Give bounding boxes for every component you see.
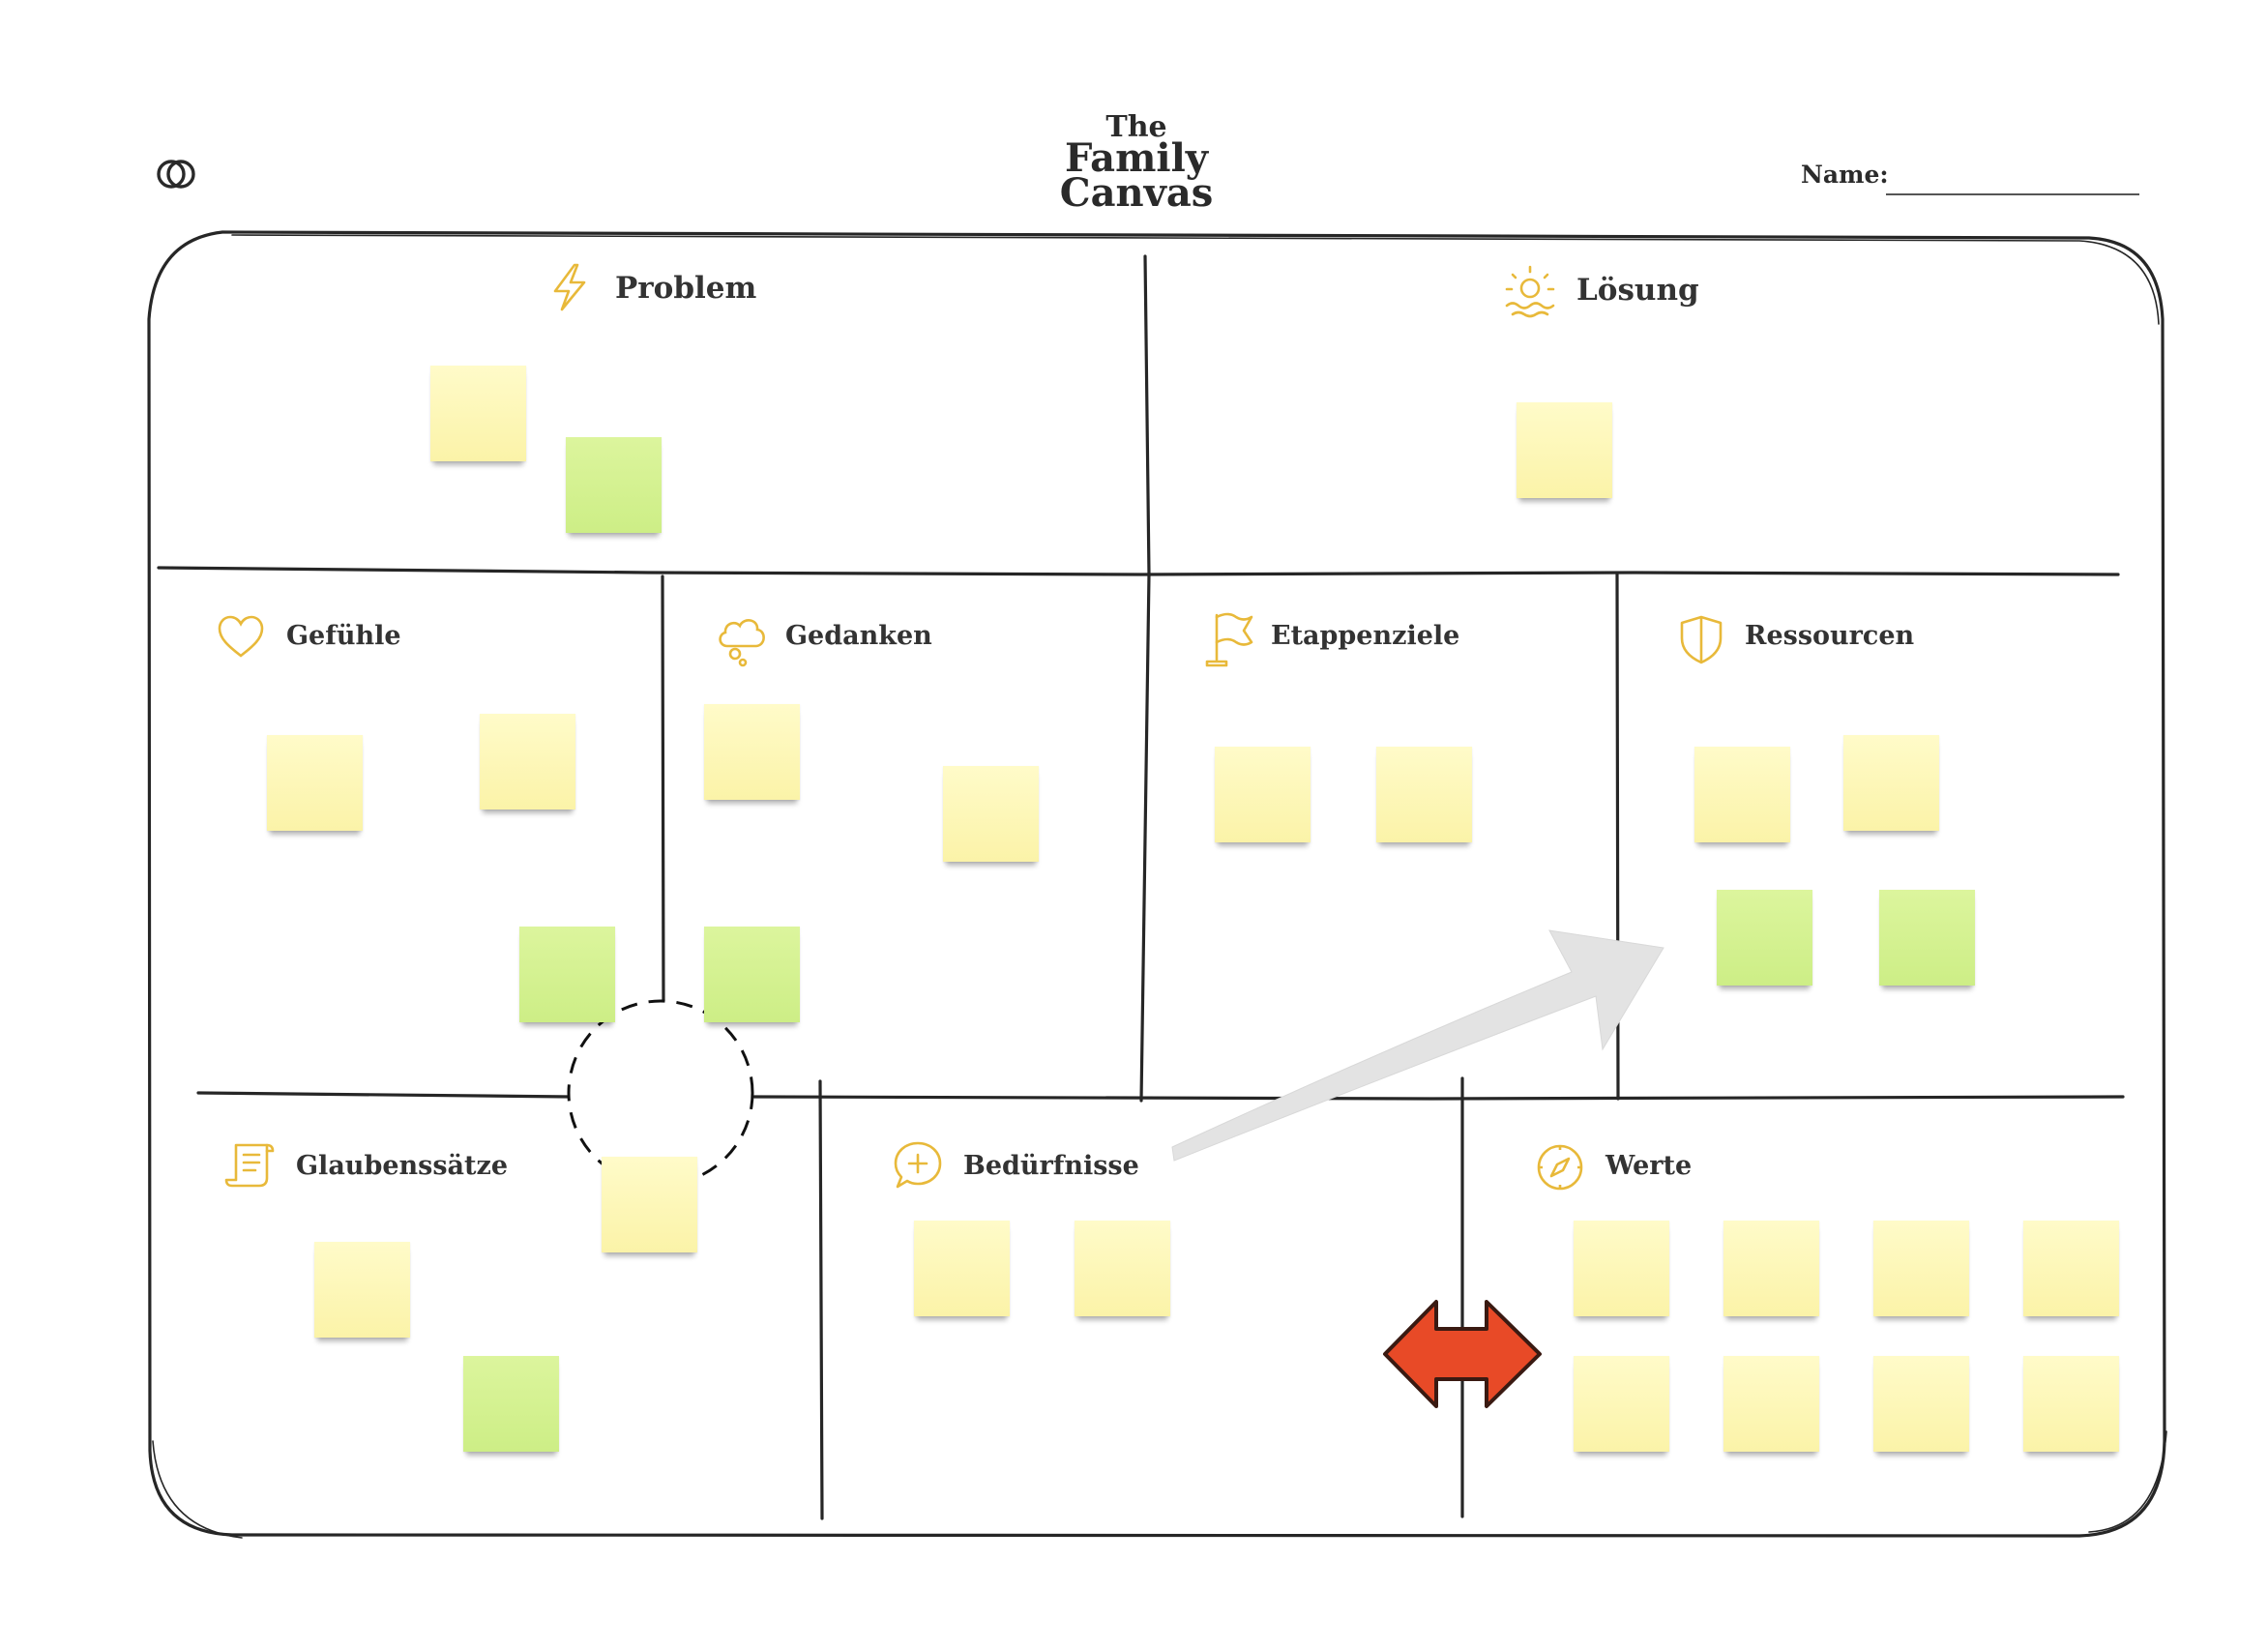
sticky-note[interactable] [1376, 747, 1472, 842]
sticky-note[interactable] [943, 766, 1039, 862]
divider-col-top [1139, 254, 1151, 1103]
name-input-line[interactable] [1886, 193, 2139, 195]
board-frame-sketch [152, 234, 2167, 1539]
sticky-note[interactable] [1574, 1356, 1669, 1452]
sticky-note[interactable] [480, 714, 575, 810]
sticky-note[interactable] [1723, 1221, 1819, 1316]
sticky-note[interactable] [1574, 1221, 1669, 1316]
section-title-beduerfnisse: Bedürfnisse [963, 1151, 1139, 1181]
sticky-note[interactable] [1075, 1221, 1170, 1316]
section-title-loesung: Lösung [1576, 273, 1699, 308]
divider-col-glb [818, 1079, 824, 1520]
lightning-icon [553, 263, 586, 311]
sticky-note[interactable] [704, 927, 800, 1022]
divider-row-2 [196, 1091, 2125, 1101]
sticky-note[interactable] [267, 735, 363, 831]
section-title-problem: Problem [615, 271, 757, 306]
thought-cloud-icon [719, 619, 765, 667]
sticky-note[interactable] [519, 927, 615, 1022]
sticky-note[interactable] [1879, 890, 1975, 986]
section-title-etappenziele: Etappenziele [1271, 621, 1460, 651]
heart-icon [218, 615, 264, 658]
divider-row-1 [157, 566, 2120, 576]
shield-icon [1680, 615, 1723, 664]
sticky-note[interactable] [914, 1221, 1010, 1316]
sunrise-icon [1505, 265, 1555, 318]
scroll-icon [224, 1143, 275, 1188]
sticky-note[interactable] [314, 1242, 410, 1338]
flag-icon [1205, 612, 1253, 667]
sticky-note[interactable] [1843, 735, 1939, 831]
ring-logo-icon [157, 160, 195, 189]
brand-logo: The Family Canvas [1025, 110, 1248, 217]
section-title-ressourcen: Ressourcen [1745, 621, 1915, 651]
gray-arrow [1171, 929, 1664, 1162]
sticky-note[interactable] [1873, 1356, 1969, 1452]
sticky-note[interactable] [1873, 1221, 1969, 1316]
section-title-werte: Werte [1605, 1151, 1693, 1181]
section-title-gedanken: Gedanken [785, 621, 932, 651]
speech-plus-icon [894, 1141, 942, 1189]
sticky-note[interactable] [1717, 890, 1812, 986]
section-title-gefuehle: Gefühle [286, 621, 401, 651]
brand-line-2: Family [1064, 134, 1209, 181]
sticky-note[interactable] [2023, 1221, 2119, 1316]
brand-line-1: The [1105, 110, 1167, 144]
sticky-note[interactable] [704, 704, 800, 800]
section-title-glaubenssaetze: Glaubenssätze [296, 1151, 509, 1181]
compass-icon [1537, 1144, 1583, 1191]
sticky-note[interactable] [566, 437, 662, 533]
sticky-note[interactable] [1694, 747, 1790, 842]
sticky-note[interactable] [1215, 747, 1311, 842]
sticky-note[interactable] [430, 366, 526, 461]
name-label: Name: [1801, 161, 1889, 189]
sticky-note[interactable] [2023, 1356, 2119, 1452]
red-double-arrow [1383, 1300, 1542, 1408]
board-frame [147, 230, 2166, 1538]
brand-line-3: Canvas [1059, 170, 1214, 217]
sticky-note[interactable] [1517, 402, 1612, 498]
sticky-note[interactable] [463, 1356, 559, 1452]
sticky-note[interactable] [1723, 1356, 1819, 1452]
sticky-note[interactable] [602, 1157, 697, 1252]
